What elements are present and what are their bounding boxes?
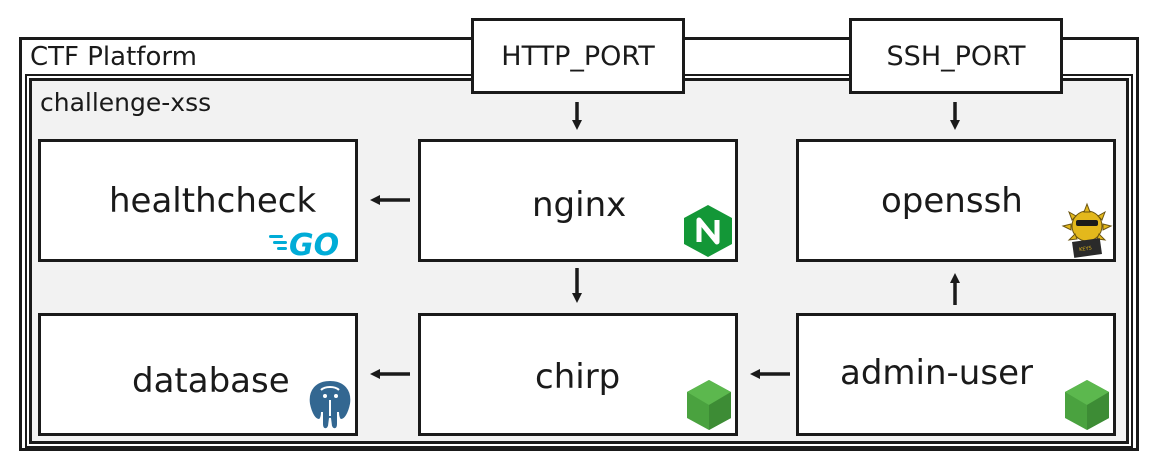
healthcheck-node: healthcheck GO [38, 139, 358, 262]
http-port-node: HTTP_PORT [471, 18, 685, 94]
nginx-label: nginx [532, 185, 627, 225]
svg-text:KEYS: KEYS [1079, 245, 1092, 253]
go-logo-icon: GO [269, 228, 339, 260]
database-node: database [38, 313, 358, 436]
svg-text:GO: GO [289, 228, 339, 260]
ssh-port-node: SSH_PORT [849, 18, 1063, 94]
postgresql-elephant-icon [307, 378, 353, 431]
ssh-port-label: SSH_PORT [886, 40, 1026, 72]
healthcheck-label: healthcheck [109, 181, 317, 221]
nodejs-hexagon-icon [687, 380, 731, 430]
openssh-puffer-icon: KEYS [1061, 202, 1113, 258]
admin-user-node: admin-user [796, 313, 1116, 436]
nginx-logo-icon [684, 205, 732, 257]
openssh-node: openssh KEYS [796, 139, 1116, 262]
http-port-label: HTTP_PORT [501, 40, 655, 72]
chirp-label: chirp [535, 357, 621, 397]
openssh-label: openssh [881, 181, 1023, 221]
nodejs-hexagon-icon [1065, 380, 1109, 430]
database-label: database [132, 361, 290, 401]
challenge-xss-label: challenge-xss [40, 88, 212, 117]
chirp-node: chirp [418, 313, 738, 436]
nginx-node: nginx [418, 139, 738, 262]
admin-user-label: admin-user [840, 353, 1033, 393]
ctf-platform-label: CTF Platform [30, 42, 197, 72]
